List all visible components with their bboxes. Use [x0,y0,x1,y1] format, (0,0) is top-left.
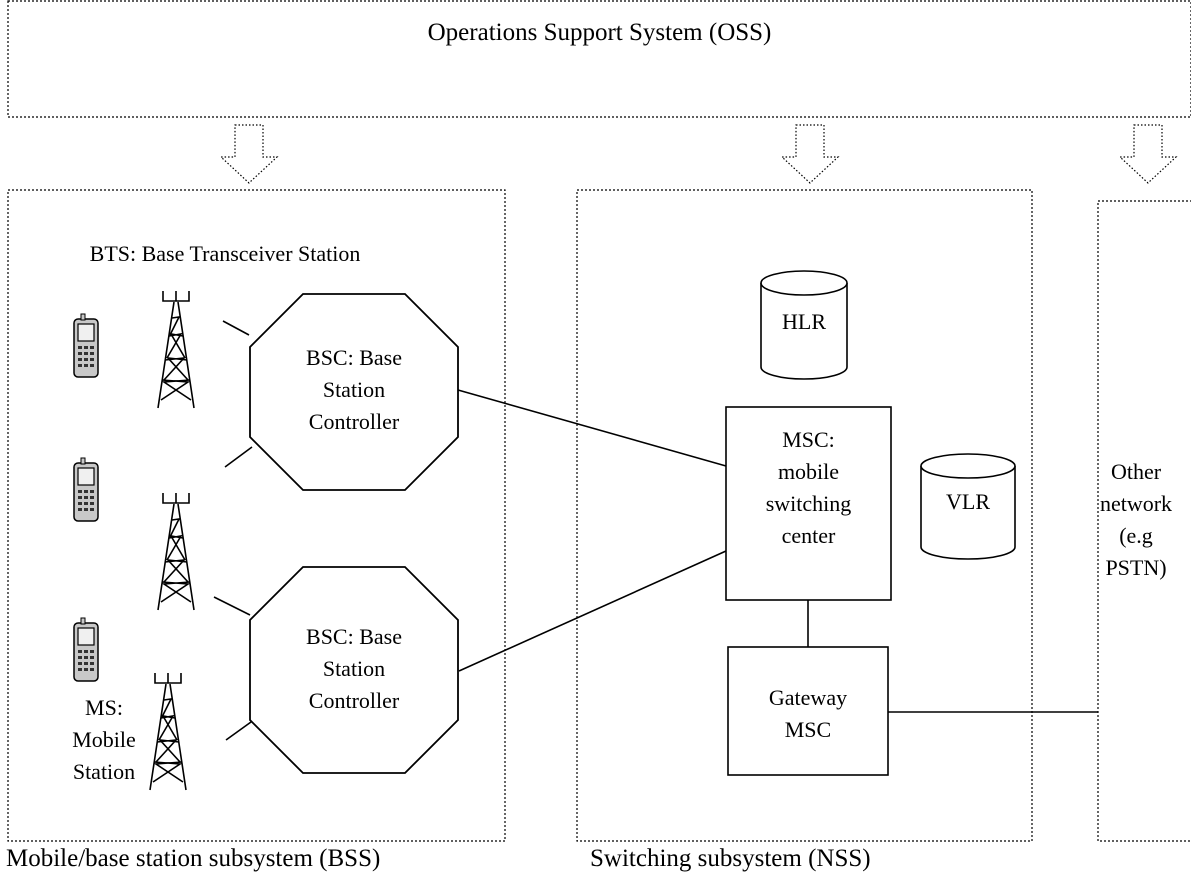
gateway-msc-box [727,646,889,776]
bsc-top-line: Controller [308,409,400,434]
gateway-msc-line: MSC [784,717,832,742]
msc-label: MSC: mobile switching center [726,424,891,552]
other-network-line: Other [1110,459,1162,484]
nss-caption: Switching subsystem (NSS) [590,845,871,872]
bss-box [7,189,506,842]
hlr-label: HLR [782,309,826,334]
tower-bsc-link [213,596,251,616]
database-cylinder-icon [920,453,1016,560]
ms-label: MS: Mobile Station [44,692,164,788]
antenna-tower-icon [157,290,195,409]
bts-label: BTS: Base Transceiver Station [89,241,361,266]
bsc-bottom-line: BSC: Base [306,624,402,649]
tower-bsc-link [224,446,253,468]
msc-box [725,406,892,601]
dotted-down-arrow-icon [1119,124,1177,184]
bsc-bottom-label: BSC: Base Station Controller [254,621,454,717]
dotted-down-arrow-icon [220,124,278,184]
dotted-down-arrow-icon [781,124,839,184]
other-network-line: PSTN) [1105,555,1167,580]
gateway-msc-label: Gateway MSC [728,682,888,746]
other-network-line: (e.g [1119,523,1153,548]
ms-label-line: Station [72,759,136,784]
ms-label-line: MS: [85,695,123,720]
other-network-box [1097,200,1191,842]
other-network-line: network [1099,491,1173,516]
nss-box [576,189,1033,842]
bsc-bottom-line: Controller [308,688,400,713]
mobile-phone-icon [73,313,99,378]
bsc-top-line: Station [322,377,386,402]
mobile-phone-icon [73,457,99,522]
bss-caption: Mobile/base station subsystem (BSS) [6,845,381,872]
tower-bsc-link [225,721,252,741]
bsc-msc-link [458,550,727,672]
ms-label-line: Mobile [72,727,136,752]
vlr-label: VLR [946,489,990,514]
oss-title: Operations Support System (OSS) [427,19,772,46]
gateway-msc-line: Gateway [768,685,848,710]
database-cylinder-icon [760,270,848,380]
oss-box [7,0,1191,118]
bsc-bottom-shape [249,566,459,774]
other-network-label: Other network (e.g PSTN) [1096,456,1176,584]
msc-label-line: center [781,523,836,548]
mobile-phone-icon [73,617,99,682]
msc-label-line: MSC: [782,427,835,452]
bsc-bottom-line: Station [322,656,386,681]
bsc-msc-link [457,389,727,467]
msc-label-line: switching [765,491,852,516]
msc-label-line: mobile [777,459,840,484]
bsc-top-label: BSC: Base Station Controller [254,342,454,438]
antenna-tower-icon [157,492,195,611]
tower-bsc-link [222,320,250,336]
bsc-top-line: BSC: Base [306,345,402,370]
bsc-top-shape [249,293,459,491]
